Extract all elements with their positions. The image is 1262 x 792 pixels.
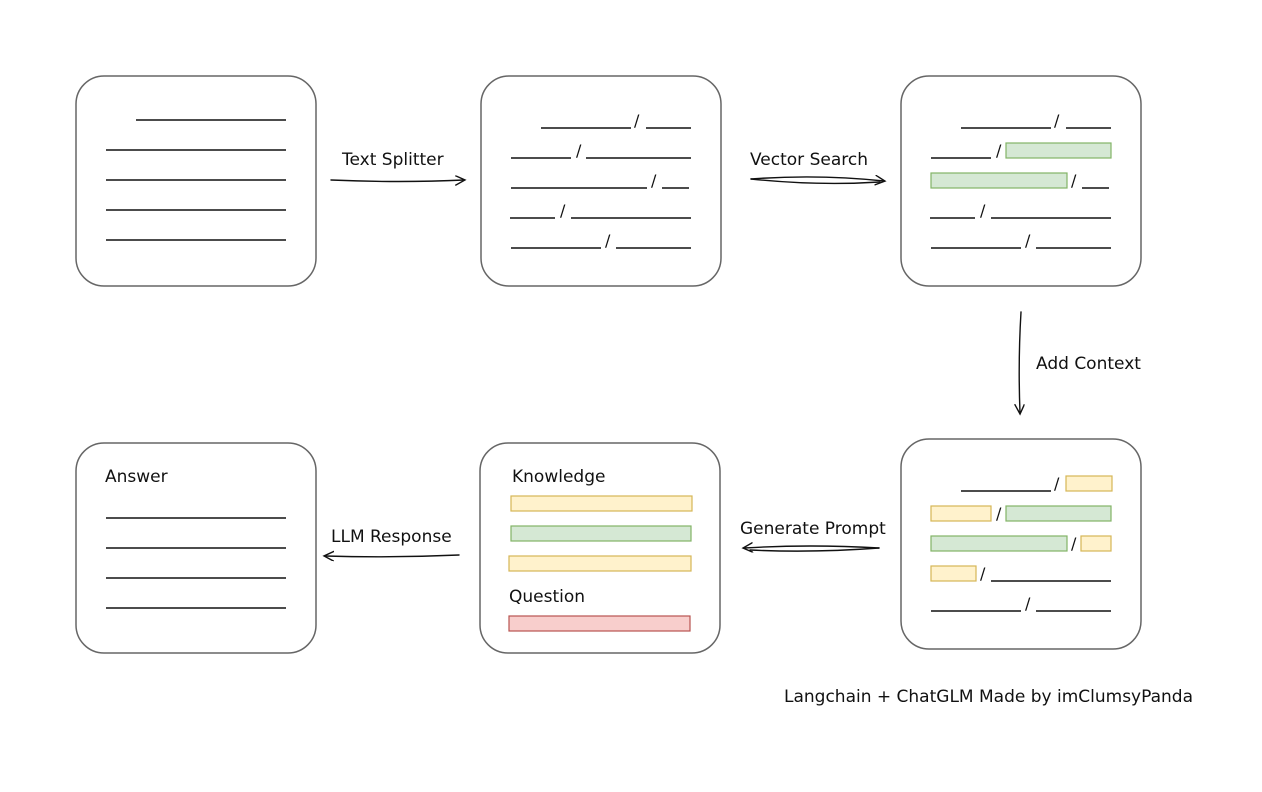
edge-label-vector-search: Vector Search — [750, 150, 868, 170]
source-document-node — [75, 75, 317, 287]
svg-text:/: / — [605, 231, 611, 250]
edge-add-context: Add Context — [1019, 311, 1141, 413]
svg-text:/: / — [980, 564, 986, 583]
question-bar — [508, 615, 691, 632]
svg-text:/: / — [576, 141, 582, 160]
svg-text:/: / — [1054, 111, 1060, 130]
knowledge-match-bar — [510, 525, 692, 542]
edge-label-llm-response: LLM Response — [331, 527, 452, 547]
edge-label-text-splitter: Text Splitter — [341, 150, 444, 170]
svg-text:/: / — [980, 201, 986, 220]
context-chunks-node: / / / / / — [900, 438, 1142, 650]
matched-chunk-highlight — [930, 172, 1068, 189]
svg-text:/: / — [1054, 474, 1060, 493]
question-label: Question — [509, 587, 585, 607]
svg-text:/: / — [1071, 534, 1077, 553]
svg-text:/: / — [996, 504, 1002, 523]
svg-text:/: / — [1025, 594, 1031, 613]
matched-chunk-highlight — [1005, 142, 1112, 159]
svg-text:/: / — [1025, 231, 1031, 250]
edge-generate-prompt: Generate Prompt — [740, 519, 886, 551]
edge-llm-response: LLM Response — [325, 527, 460, 557]
svg-text:/: / — [996, 141, 1002, 160]
edge-vector-search: Vector Search — [750, 150, 884, 183]
footer-credit: Langchain + ChatGLM Made by imClumsyPand… — [784, 687, 1193, 707]
svg-text:/: / — [560, 201, 566, 220]
knowledge-context-bar — [510, 495, 693, 512]
svg-text:/: / — [634, 111, 640, 130]
edge-label-add-context: Add Context — [1036, 354, 1141, 374]
matched-chunk-highlight — [1005, 505, 1112, 522]
retrieved-chunks-node: / / / / / — [900, 75, 1142, 287]
answer-node: Answer — [75, 442, 317, 654]
split-chunks-node: / / / / / — [480, 75, 722, 287]
answer-title: Answer — [105, 467, 168, 487]
svg-text:/: / — [1071, 171, 1077, 190]
context-highlight — [930, 565, 977, 582]
context-highlight — [1080, 535, 1112, 552]
svg-text:/: / — [651, 171, 657, 190]
matched-chunk-highlight — [930, 535, 1068, 552]
edge-text-splitter: Text Splitter — [330, 150, 464, 182]
knowledge-label: Knowledge — [512, 467, 605, 487]
context-highlight — [1065, 475, 1113, 492]
knowledge-context-bar — [508, 555, 692, 572]
edge-label-generate-prompt: Generate Prompt — [740, 519, 886, 539]
context-highlight — [930, 505, 992, 522]
prompt-node: Knowledge Question — [479, 442, 721, 654]
